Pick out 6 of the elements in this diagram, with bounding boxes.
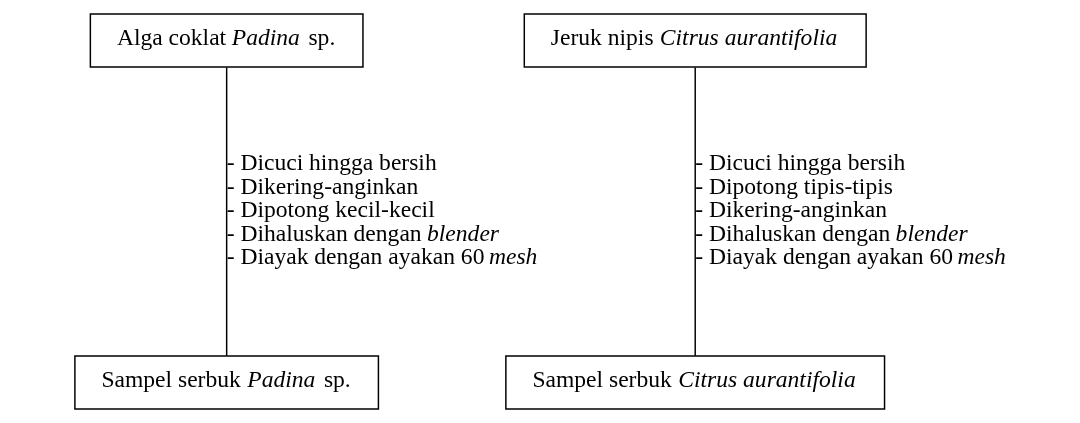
node-box: Alga coklat Padina sp.	[89, 13, 364, 68]
connector	[693, 66, 696, 357]
connector	[225, 66, 227, 357]
node-box: Sampel serbuk Padina sp.	[73, 355, 379, 410]
node-box: Jeruk nipis Citrus aurantifolia	[523, 13, 867, 68]
node-box: Sampel serbuk Citrus aurantifolia	[504, 355, 885, 410]
